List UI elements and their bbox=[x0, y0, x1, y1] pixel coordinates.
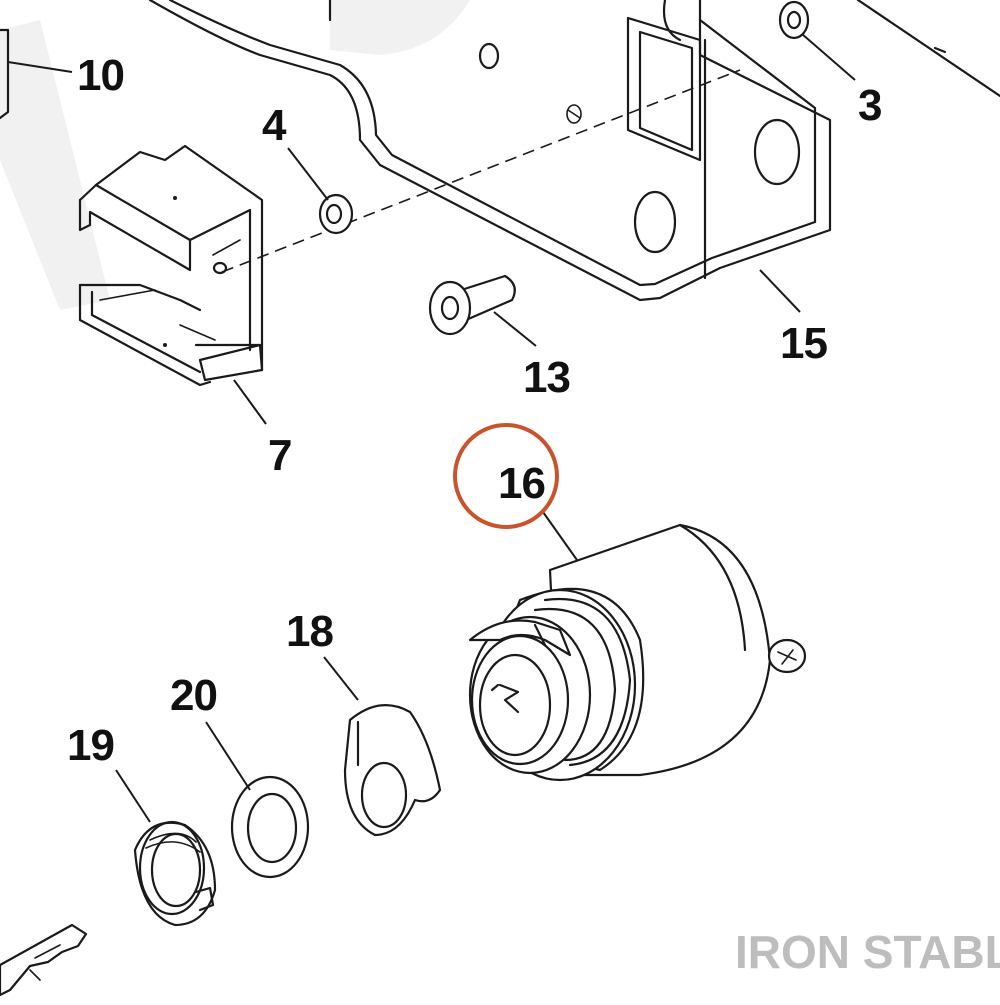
leader-7 bbox=[233, 379, 267, 425]
leader-3 bbox=[801, 33, 856, 81]
highlight-circle-16 bbox=[453, 423, 559, 529]
part-18-lock-plate bbox=[343, 704, 442, 837]
brand-watermark: IRON STABLE bbox=[735, 926, 1000, 978]
callout-7: 7 bbox=[268, 431, 291, 480]
leader-4 bbox=[287, 147, 329, 201]
leader-20 bbox=[205, 721, 251, 791]
part-13-pin bbox=[428, 274, 516, 336]
leader-16 bbox=[542, 511, 578, 561]
callout-10: 10 bbox=[77, 51, 124, 100]
callout-18: 18 bbox=[286, 607, 333, 656]
part-19-nut bbox=[133, 820, 217, 927]
bracket-small-hole bbox=[478, 42, 500, 70]
callout-3: 3 bbox=[858, 81, 881, 130]
key-blade bbox=[0, 923, 88, 997]
leader-15 bbox=[759, 269, 801, 313]
bracket-mark-hole bbox=[566, 104, 582, 124]
callout-4: 4 bbox=[262, 101, 287, 150]
part-edge-top-right bbox=[856, 0, 1000, 98]
bracket-hole-lower bbox=[633, 190, 677, 254]
callout-15: 15 bbox=[780, 319, 827, 368]
leader-18 bbox=[323, 656, 359, 701]
part-16-ignition-switch bbox=[468, 523, 807, 782]
part-15-mounting-bracket bbox=[148, 0, 832, 302]
part-7-clip bbox=[78, 144, 264, 387]
part-10-bracket-edge bbox=[0, 28, 10, 120]
watermark-shape-left bbox=[0, 20, 110, 310]
part-4-washer bbox=[318, 193, 354, 235]
background-watermark bbox=[0, 0, 470, 310]
assembly-axis-line bbox=[221, 69, 741, 273]
callout-20: 20 bbox=[170, 671, 217, 720]
leader-lines bbox=[7, 33, 856, 823]
leader-19 bbox=[115, 769, 151, 823]
callout-19: 19 bbox=[67, 721, 114, 770]
part-3-washer bbox=[778, 0, 810, 40]
watermark-shape-top bbox=[330, 0, 470, 55]
bracket-hole-upper bbox=[753, 118, 801, 186]
callout-13: 13 bbox=[523, 353, 570, 402]
part-20-washer bbox=[230, 775, 310, 879]
leader-13 bbox=[493, 311, 537, 347]
callout-16: 16 bbox=[498, 459, 545, 508]
leader-10 bbox=[7, 61, 73, 73]
